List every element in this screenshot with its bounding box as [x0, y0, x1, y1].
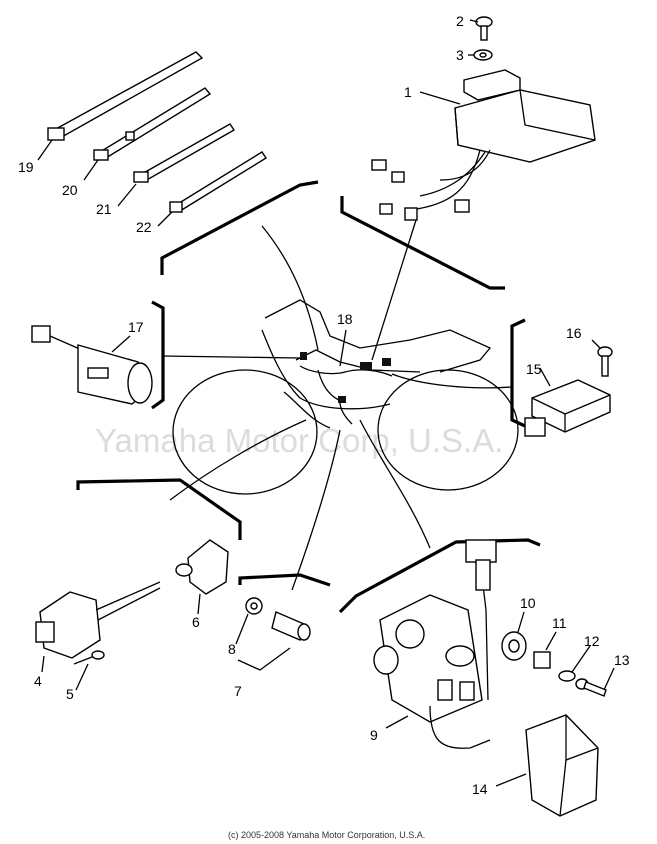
callout-16: 16	[566, 325, 582, 341]
callout-4: 4	[34, 673, 42, 689]
copyright-text: (c) 2005-2008 Yamaha Motor Corporation, …	[228, 830, 425, 840]
group-brackets	[76, 180, 541, 614]
callout-3: 3	[456, 47, 464, 63]
callout-13: 13	[614, 652, 630, 668]
wire-harness	[299, 352, 393, 425]
callout-2: 2	[456, 13, 464, 29]
cable-ties	[47, 51, 267, 213]
callout-numbers: 1 2 3 4 5 6 7 8 9 10 11 12 13 14 15 16 1…	[18, 13, 630, 797]
watermark-text: Yamaha Motor Corp, U.S.A.	[95, 422, 503, 459]
callout-12: 12	[584, 633, 600, 649]
callout-9: 9	[370, 727, 378, 743]
leader-lines	[162, 219, 513, 591]
callout-7: 7	[234, 683, 242, 699]
callout-14: 14	[472, 781, 488, 797]
callout-10: 10	[520, 595, 536, 611]
ignition-coil	[31, 325, 153, 405]
callout-22: 22	[136, 219, 152, 235]
sender-and-gasket	[237, 597, 311, 671]
callout-19: 19	[18, 159, 34, 175]
callout-21: 21	[96, 201, 112, 217]
sensor-assembly	[35, 581, 161, 665]
callout-11: 11	[552, 615, 567, 631]
grommet-collar-washer-screw	[501, 631, 607, 697]
motorcycle-silhouette	[172, 299, 519, 495]
switch-assembly	[373, 539, 497, 749]
callout-8: 8	[228, 641, 236, 657]
callout-20: 20	[62, 182, 78, 198]
rectifier-regulator	[524, 346, 613, 437]
callout-17: 17	[128, 319, 144, 335]
callout-6: 6	[192, 614, 200, 630]
callout-1: 1	[404, 84, 412, 100]
callout-leaders	[37, 19, 615, 787]
thermo-unit	[175, 539, 229, 595]
cdi-unit	[371, 69, 596, 221]
screw-and-washer	[473, 16, 493, 61]
callout-5: 5	[66, 686, 74, 702]
callout-15: 15	[526, 361, 542, 377]
cover	[525, 714, 599, 817]
callout-18: 18	[337, 311, 353, 327]
